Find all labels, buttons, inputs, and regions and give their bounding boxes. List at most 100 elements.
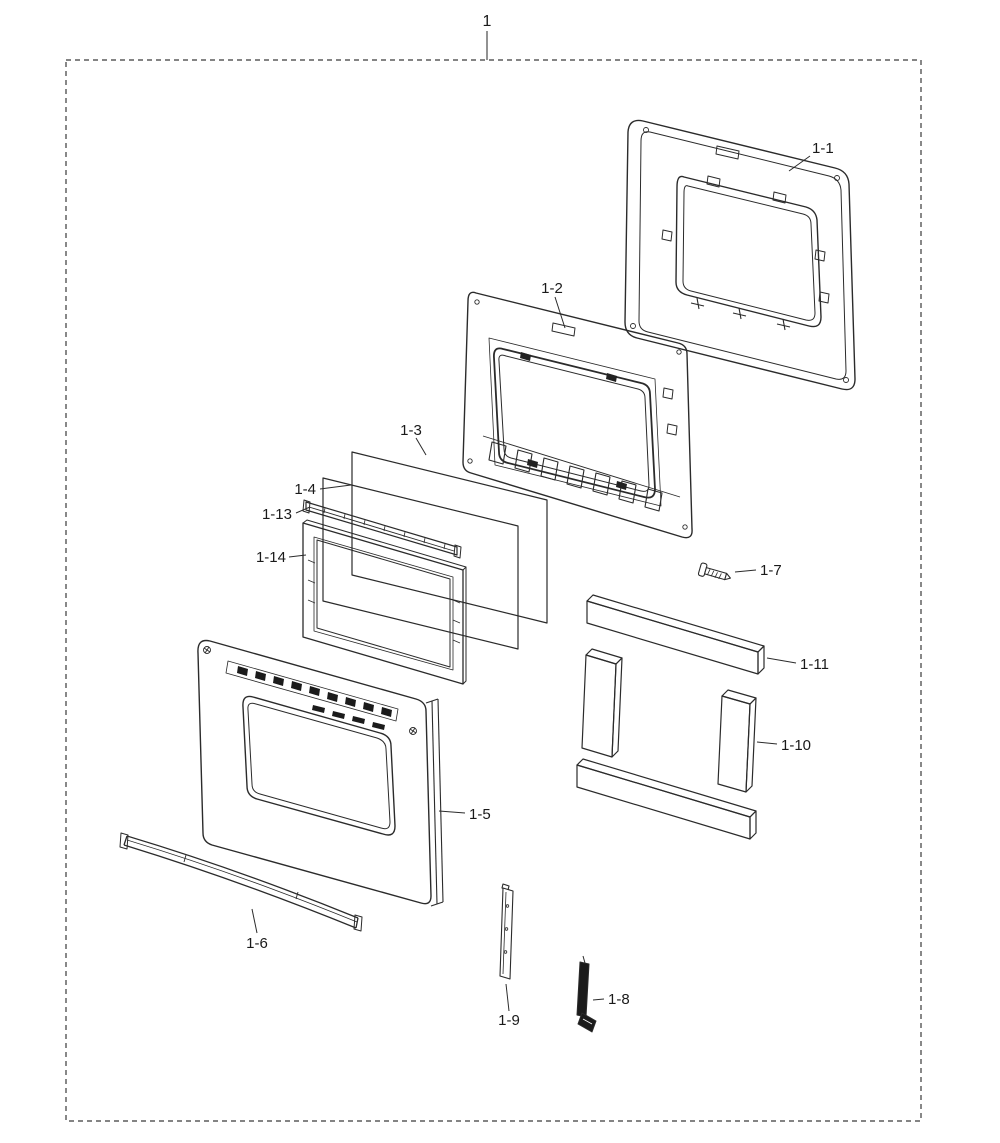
part-1-5-front-door-panel <box>197 639 444 907</box>
edge-hook <box>666 423 678 436</box>
panel-label-tab <box>551 322 576 337</box>
screw-mark <box>203 646 211 654</box>
leader-1-5 <box>438 810 466 814</box>
part-1-1-outer-door-frame <box>624 119 856 391</box>
trim-hole <box>505 904 510 908</box>
leader-1-8 <box>592 998 605 1001</box>
part-1-8-latch-bracket <box>576 955 597 1033</box>
vent-slot <box>566 465 585 489</box>
frame-inner-2 <box>313 536 454 671</box>
handle-mount-tick <box>183 854 187 863</box>
callout-labels: 1 1-1 1-2 1-3 1-4 1-13 1-14 1-5 1-6 1-7 … <box>246 13 834 1029</box>
control-button <box>381 707 392 717</box>
glass-clip <box>706 175 721 188</box>
frame-outer <box>302 522 464 685</box>
label-1-10: 1-10 <box>781 737 811 754</box>
frame-glass-pane <box>682 185 816 321</box>
trim-inner-line <box>502 891 507 975</box>
latch-body <box>576 961 590 1018</box>
leader-1-10 <box>756 741 778 745</box>
part-1-9-trim-strip <box>499 883 514 980</box>
glass-outline <box>322 477 519 650</box>
screw-mark <box>409 727 417 735</box>
leader-1-11 <box>766 657 797 664</box>
rail-end-tab <box>302 499 311 514</box>
insulation-bar-top <box>576 758 757 818</box>
vent-band-line <box>482 435 681 498</box>
panel-outline <box>462 291 693 539</box>
vent-slot <box>514 449 533 473</box>
vent-slots <box>488 441 663 512</box>
label-1-6: 1-6 <box>246 935 268 952</box>
rail-ticks <box>323 507 446 550</box>
control-buttons-row-1 <box>237 666 392 717</box>
control-button <box>352 716 365 724</box>
insulation-block-front <box>717 695 751 793</box>
frame-label-tab <box>715 145 740 160</box>
frame-depth-edge <box>302 519 467 685</box>
latch-foot <box>577 1012 597 1033</box>
control-button <box>237 666 248 676</box>
glass-clip <box>772 191 787 204</box>
control-button <box>363 702 374 712</box>
rail-inner-line <box>308 506 455 552</box>
label-1-4: 1-4 <box>294 481 316 498</box>
panel-window-outer <box>493 347 656 499</box>
frame-inner-edge <box>638 131 847 380</box>
handle-mount-tick <box>295 891 299 900</box>
insulation-block-top <box>721 689 757 705</box>
control-button <box>255 671 266 681</box>
window-clip <box>616 481 627 490</box>
handle-bottom-curve <box>123 844 357 929</box>
glass-clip <box>661 229 673 242</box>
part-1-10-insulation-blocks <box>581 648 757 793</box>
handle-left-cap <box>123 835 128 846</box>
insulation-bar-end <box>757 645 765 675</box>
window-clip <box>520 352 531 361</box>
part-1-13-glass-rail <box>302 499 462 559</box>
handle-end-bracket <box>353 914 363 932</box>
control-button <box>327 692 338 702</box>
panel-window-inner <box>498 354 650 492</box>
vent-slot <box>540 457 559 481</box>
window-clip <box>527 459 538 468</box>
glass-outline <box>351 451 548 624</box>
part-1-2-middle-door-panel <box>462 291 693 539</box>
label-1-8: 1-8 <box>608 991 630 1008</box>
latch-notch <box>582 1018 593 1025</box>
label-1-3: 1-3 <box>400 422 422 439</box>
part-1-6-door-handle <box>119 832 363 932</box>
insulation-bar-end <box>749 810 757 840</box>
screw-tip <box>724 572 731 581</box>
part-1-14-glass-frame <box>302 519 467 685</box>
label-1-2: 1-2 <box>541 280 563 297</box>
insulation-bar-top <box>586 594 765 653</box>
part-1-3-door-glass <box>351 451 548 624</box>
glass-clip <box>818 291 830 304</box>
leader-1-9 <box>505 983 510 1012</box>
handle-top-curve <box>126 835 359 919</box>
control-buttons-row-2 <box>312 705 385 730</box>
handle-right-cap <box>355 917 359 929</box>
dashed-border <box>65 59 922 1122</box>
insulation-block-front <box>581 654 617 758</box>
callout-leader-lines <box>251 155 811 1012</box>
assembly-boundary <box>65 31 922 1122</box>
label-1-9: 1-9 <box>498 1012 520 1029</box>
leader-1-14 <box>288 554 307 558</box>
control-button <box>309 686 320 696</box>
vent-slot <box>488 441 507 465</box>
door-window-outer <box>242 695 396 836</box>
control-button <box>345 697 356 707</box>
frame-hatch-ticks <box>307 559 461 644</box>
glass-clip <box>814 249 826 262</box>
bottom-tabs <box>690 297 791 331</box>
frame-inner <box>316 539 451 668</box>
control-button <box>332 711 345 719</box>
leader-1-7 <box>734 569 757 573</box>
door-side-edge <box>425 698 444 907</box>
label-1-11: 1-11 <box>800 656 829 673</box>
leader-1-6 <box>251 908 258 934</box>
